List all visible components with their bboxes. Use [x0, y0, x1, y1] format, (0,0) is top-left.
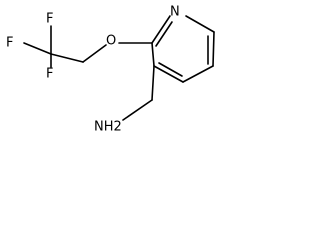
- bond-c-f-left: [23, 42, 52, 55]
- bond-ch2-nh2: [122, 99, 153, 121]
- atom-f-top: F: [46, 12, 53, 27]
- molecule-structure: F F F O N NH2: [6, 5, 215, 135]
- atom-amine: NH2: [94, 120, 122, 135]
- bond-n-c6: [185, 15, 215, 33]
- bond-c3-ch2: [151, 65, 155, 101]
- atom-nitrogen-ring: N: [170, 5, 180, 20]
- bond-c5-c4: [182, 65, 214, 83]
- bond-c3-c2: [151, 42, 155, 67]
- atom-f-left: F: [6, 36, 13, 51]
- atom-f-bottom: F: [46, 67, 53, 82]
- bond-c2-n: [151, 15, 171, 44]
- bond-cf3-ch2: [50, 53, 84, 63]
- bond-c4-c3-double: [158, 62, 183, 77]
- bond-ch2-o: [82, 44, 107, 63]
- bond-c6-c5: [212, 31, 215, 67]
- bond-c2-n-double: [155, 21, 173, 47]
- atom-oxygen: O: [106, 34, 116, 49]
- bond-c4-c3: [153, 65, 184, 83]
